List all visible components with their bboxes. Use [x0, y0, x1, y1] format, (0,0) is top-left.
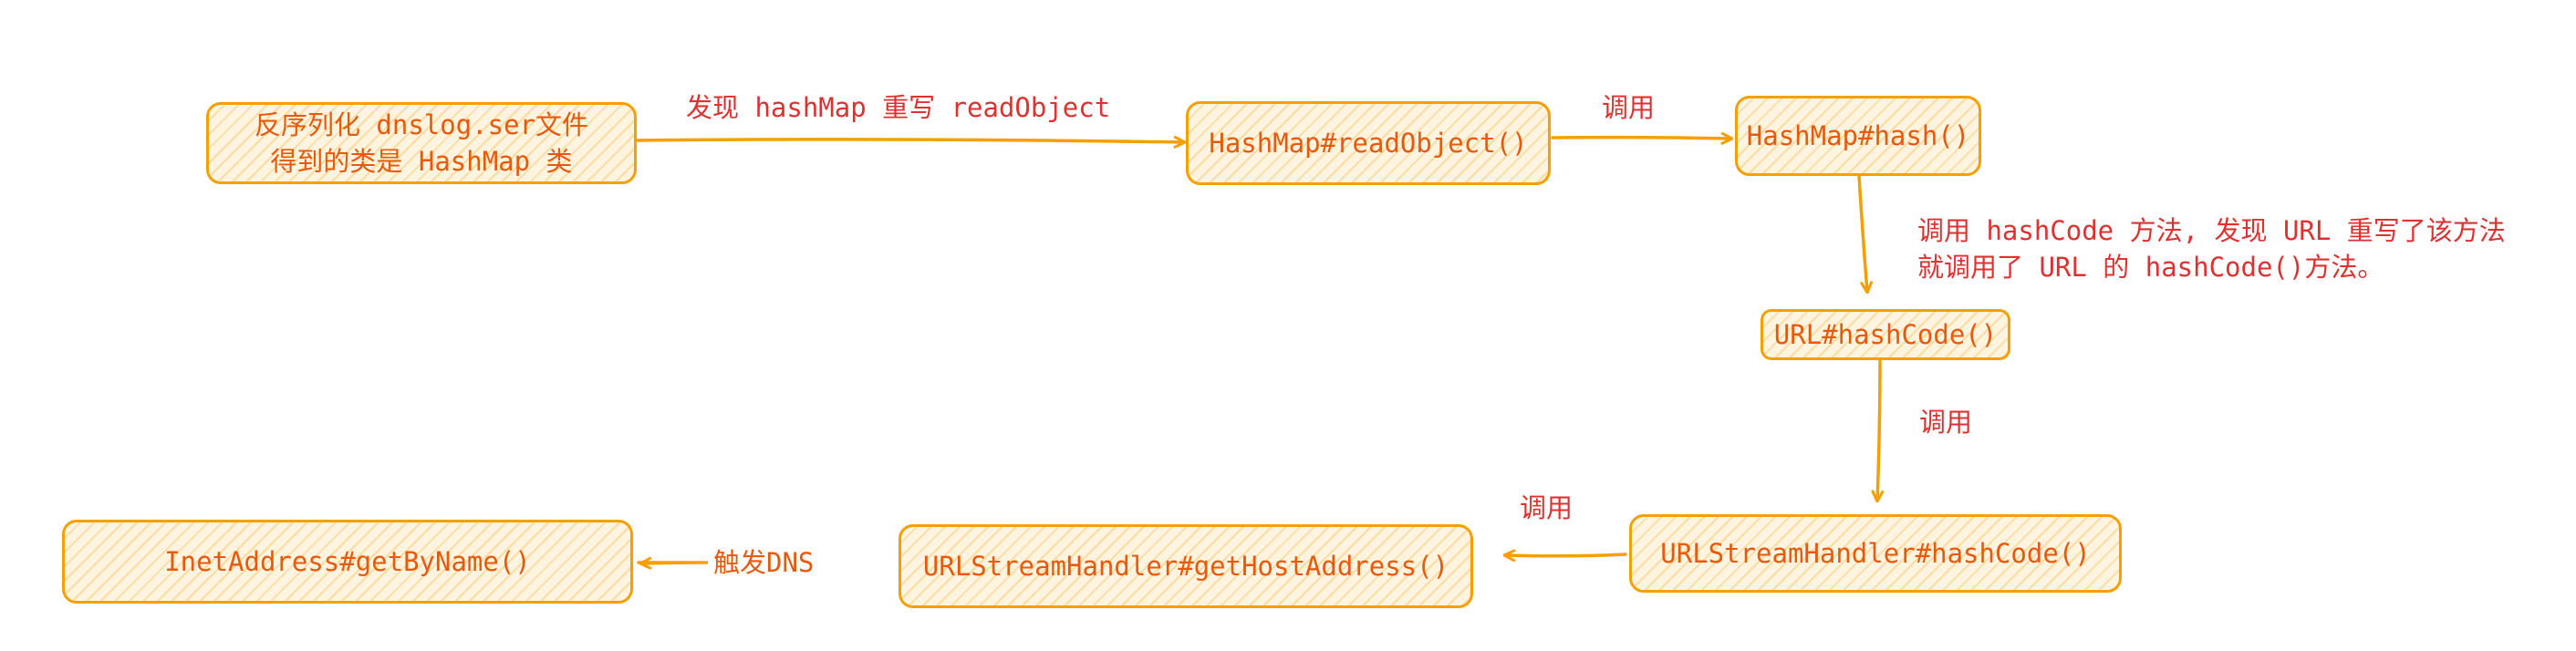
node-urlstreamhandler-hashcode: URLStreamHandler#hashCode() — [1629, 514, 2122, 593]
node-deserialize-line1: 反序列化 dnslog.ser文件 — [254, 109, 589, 140]
label-call-urlstreamhandler-to-gethostaddress: 调用 — [1520, 492, 1574, 523]
node-urlstreamhandler-gethostaddress-label: URLStreamHandler#getHostAddress() — [922, 551, 1449, 582]
node-url-hashcode: URL#hashCode() — [1761, 309, 2010, 360]
node-urlstreamhandler-hashcode-label: URLStreamHandler#hashCode() — [1660, 538, 2091, 569]
label-found-rewrite-readobject: 发现 hashMap 重写 readObject — [686, 92, 1111, 123]
arrow-urlstreamhandler-hashcode-to-gethostaddress — [1505, 554, 1627, 556]
label-call-readobject-to-hash: 调用 — [1602, 92, 1656, 123]
label-call-url-to-urlstreamhandler: 调用 — [1919, 407, 1973, 438]
node-hashmap-readobject: HashMap#readObject() — [1186, 101, 1551, 185]
node-inetaddress-getbyname: InetAddress#getByName() — [62, 520, 633, 604]
node-urlstreamhandler-gethostaddress: URLStreamHandler#getHostAddress() — [898, 524, 1473, 608]
arrow-readobject-to-hash — [1551, 138, 1731, 139]
node-hashmap-readobject-label: HashMap#readObject() — [1209, 128, 1528, 159]
arrow-url-hashcode-to-urlstreamhandler-hashcode — [1877, 358, 1880, 501]
node-deserialize-line2: 得到的类是 HashMap 类 — [270, 146, 573, 177]
label-call-hashcode-explanation-line2: 就调用了 URL 的 hashCode()方法。 — [1917, 252, 2384, 283]
label-call-hashcode-explanation-line1: 调用 hashCode 方法, 发现 URL 重写了该方法 — [1917, 215, 2506, 246]
node-deserialize-dnslog-ser: 反序列化 dnslog.ser文件 得到的类是 HashMap 类 — [206, 102, 637, 184]
node-url-hashcode-label: URL#hashCode() — [1773, 319, 1998, 350]
arrow-deserialize-to-readobject — [632, 140, 1184, 142]
label-trigger-dns: 触发DNS — [708, 545, 820, 580]
node-hashmap-hash: HashMap#hash() — [1735, 96, 1981, 176]
arrow-hash-to-url-hashcode — [1857, 174, 1867, 292]
node-hashmap-hash-label: HashMap#hash() — [1746, 120, 1970, 151]
node-inetaddress-getbyname-label: InetAddress#getByName() — [164, 546, 531, 577]
